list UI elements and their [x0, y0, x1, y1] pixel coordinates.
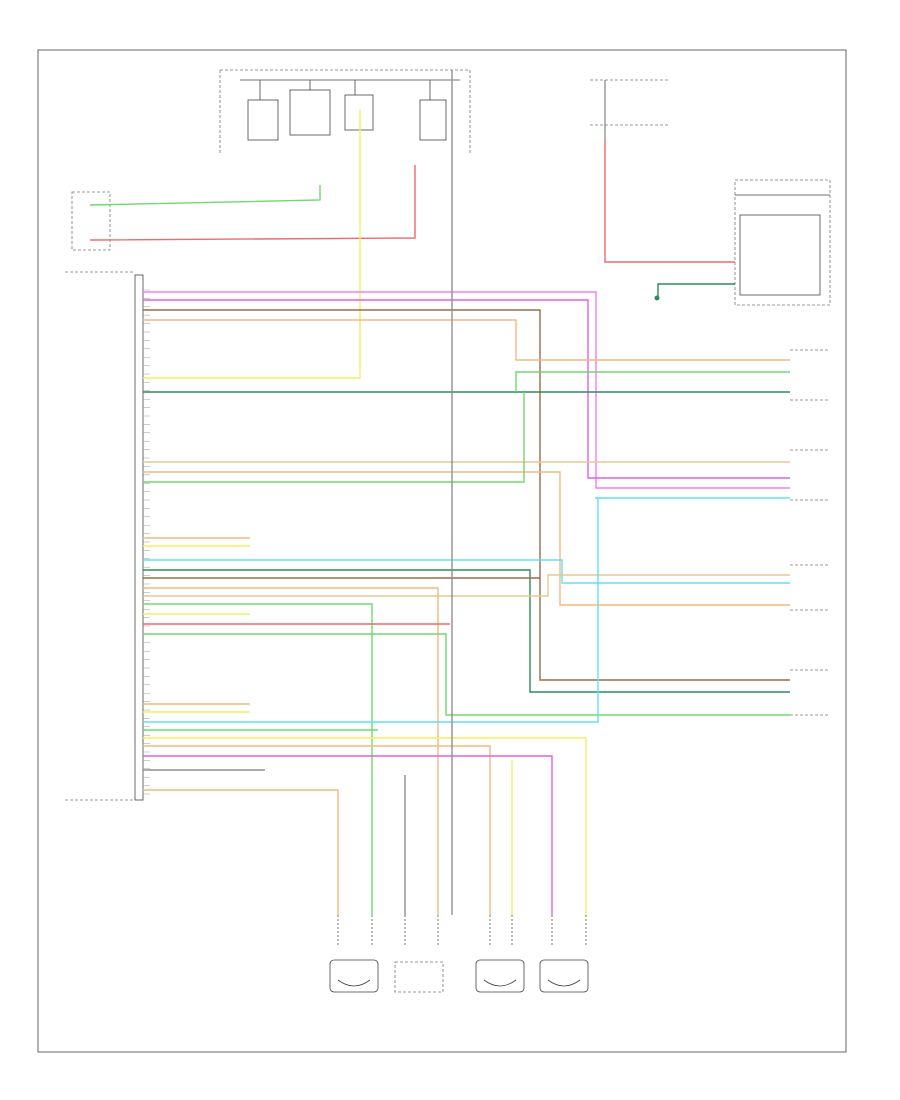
- wire-pink-3: [143, 755, 553, 915]
- wire-yellow-3: [143, 737, 587, 915]
- actuator-right-front: [539, 959, 589, 993]
- wire-orange-4: [143, 789, 339, 915]
- wire-green-pos: [143, 392, 525, 483]
- module-pin-rows: [143, 289, 150, 795]
- wire-orange-2: [143, 587, 439, 915]
- wire-top-red-right: [604, 140, 735, 263]
- wire-pink-1: [143, 291, 790, 489]
- wire-brown-1: [143, 309, 790, 681]
- wire-cluster-green: [657, 283, 735, 298]
- right-connectors: [790, 349, 830, 716]
- ground-symbol: [654, 295, 660, 301]
- wire-green-4: [143, 633, 790, 716]
- actuator-left-rear: [329, 959, 379, 993]
- wire-orange-1: [143, 319, 790, 361]
- diagram-frame: [37, 49, 847, 1053]
- wire-dkgreen-2: [143, 569, 790, 693]
- suspension-control-module: [65, 271, 144, 801]
- wire-top-yellow: [143, 110, 361, 379]
- wire-top-green: [89, 185, 321, 206]
- wire-tan-2: [143, 574, 790, 597]
- ride-height-sensor-connector: [71, 191, 111, 251]
- wire-harness: [89, 70, 790, 945]
- instrument-cluster: [734, 179, 831, 306]
- underhood-fuse-box: [219, 69, 471, 155]
- wire-cyan-3: [143, 498, 599, 723]
- actuator-right-rear: [394, 961, 444, 993]
- wire-orange-pos: [143, 471, 790, 606]
- wire-pink-2: [143, 299, 790, 479]
- wire-green-2: [515, 371, 790, 392]
- actuator-left-front: [475, 959, 525, 993]
- wire-top-red: [89, 165, 416, 241]
- wire-green-3: [143, 603, 373, 915]
- fuse-block-right: [590, 79, 670, 140]
- wire-cyan-2: [143, 559, 790, 584]
- wire-orange-3: [143, 745, 491, 915]
